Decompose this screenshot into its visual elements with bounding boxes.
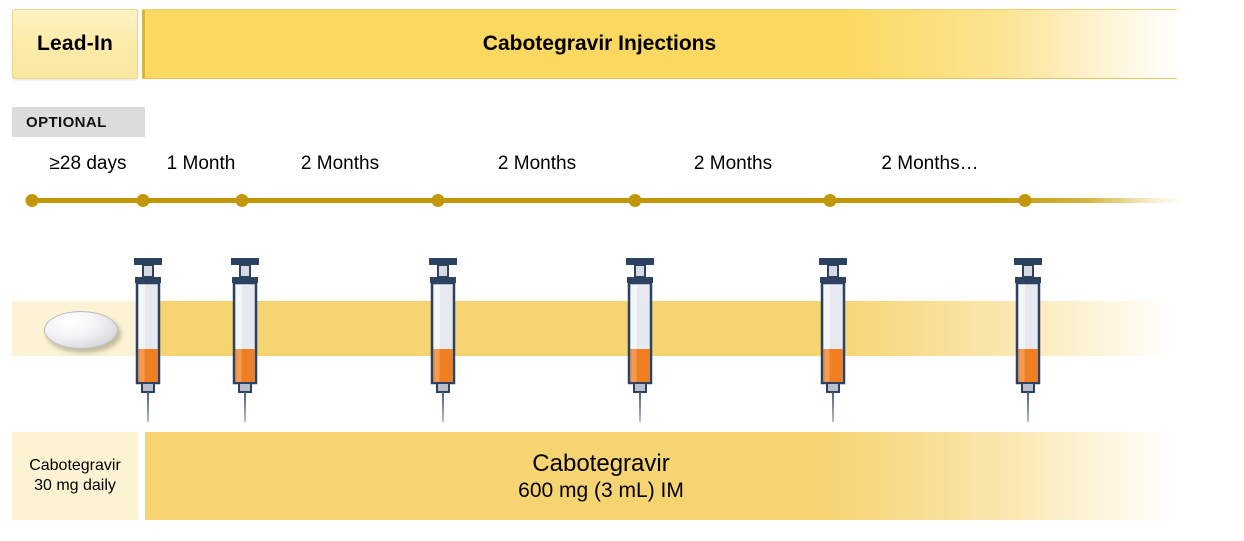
timeline-axis	[28, 198, 1183, 203]
injections-phase-title: Cabotegravir Injections	[482, 32, 717, 55]
syringe-icon	[421, 256, 465, 424]
timeline-dot-1	[25, 194, 39, 207]
leadin-regimen-box: Cabotegravir 30 mg daily	[12, 432, 138, 520]
interval-label-4: 2 Months	[497, 153, 577, 174]
timeline-dot-7	[1018, 194, 1032, 207]
interval-label-2: 1 Month	[166, 153, 236, 174]
injection-regimen-box	[145, 432, 1177, 520]
injections-band	[145, 301, 1177, 356]
interval-label-6: 2 Months…	[881, 153, 979, 174]
injection-drug-name: Cabotegravir	[532, 449, 670, 477]
syringe-icon	[126, 256, 170, 424]
optional-badge: OPTIONAL	[12, 107, 145, 137]
timeline-dot-6	[823, 194, 837, 207]
syringe-icon	[811, 256, 855, 424]
injection-drug-dose: 600 mg (3 mL) IM	[518, 478, 684, 502]
leadin-drug-dose: 30 mg daily	[34, 477, 116, 494]
timeline-dot-5	[628, 194, 642, 207]
interval-label-1: ≥28 days	[49, 153, 127, 174]
timeline-dot-3	[235, 194, 249, 207]
injections-phase-bar	[142, 9, 1177, 79]
timeline-dot-2	[136, 194, 150, 207]
syringe-icon	[1006, 256, 1050, 424]
interval-label-5: 2 Months	[693, 153, 773, 174]
timeline-dot-4	[431, 194, 445, 207]
interval-label-3: 2 Months	[300, 153, 380, 174]
syringe-icon	[618, 256, 662, 424]
syringe-icon	[223, 256, 267, 424]
leadin-phase-box: Lead-In	[12, 9, 138, 79]
injection-regimen-text: Cabotegravir 600 mg (3 mL) IM	[145, 432, 1177, 520]
leadin-drug-name: Cabotegravir	[29, 456, 121, 474]
leadin-phase-label: Lead-In	[36, 32, 114, 55]
oral-tablet-icon	[44, 311, 118, 349]
